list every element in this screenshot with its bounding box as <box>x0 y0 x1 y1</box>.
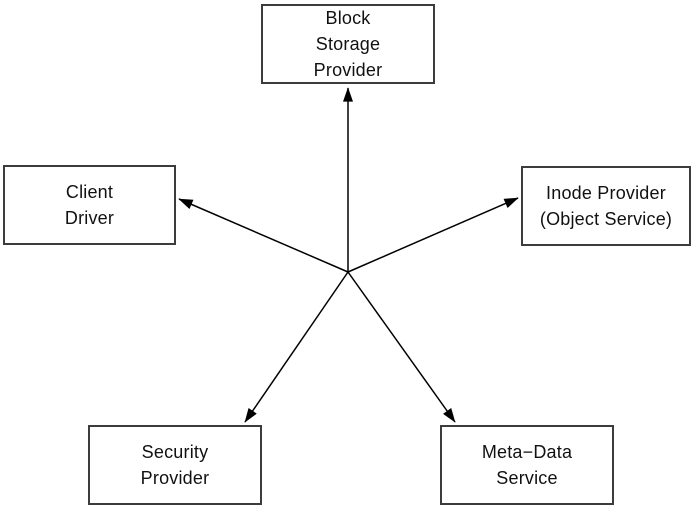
node-label-client-driver: Client Driver <box>64 182 115 228</box>
node-client-driver: Client Driver <box>3 165 176 245</box>
node-label-meta-data-service: Meta−Data Service <box>481 442 573 488</box>
node-meta-data-service: Meta−Data Service <box>440 425 614 505</box>
edge-center-to-security-provider <box>244 271 349 423</box>
node-security-provider: Security Provider <box>88 425 262 505</box>
node-label-inode-provider: Inode Provider (Object Service) <box>539 183 673 229</box>
node-label-block-storage-provider: Block Storage Provider <box>313 8 383 80</box>
node-block-storage-provider: Block Storage Provider <box>261 4 435 84</box>
node-label-security-provider: Security Provider <box>140 442 210 488</box>
edge-center-to-inode-provider <box>347 197 519 273</box>
edge-center-to-client-driver <box>178 198 349 273</box>
node-inode-provider: Inode Provider (Object Service) <box>521 166 691 246</box>
edge-center-to-meta-data-service <box>347 271 456 423</box>
